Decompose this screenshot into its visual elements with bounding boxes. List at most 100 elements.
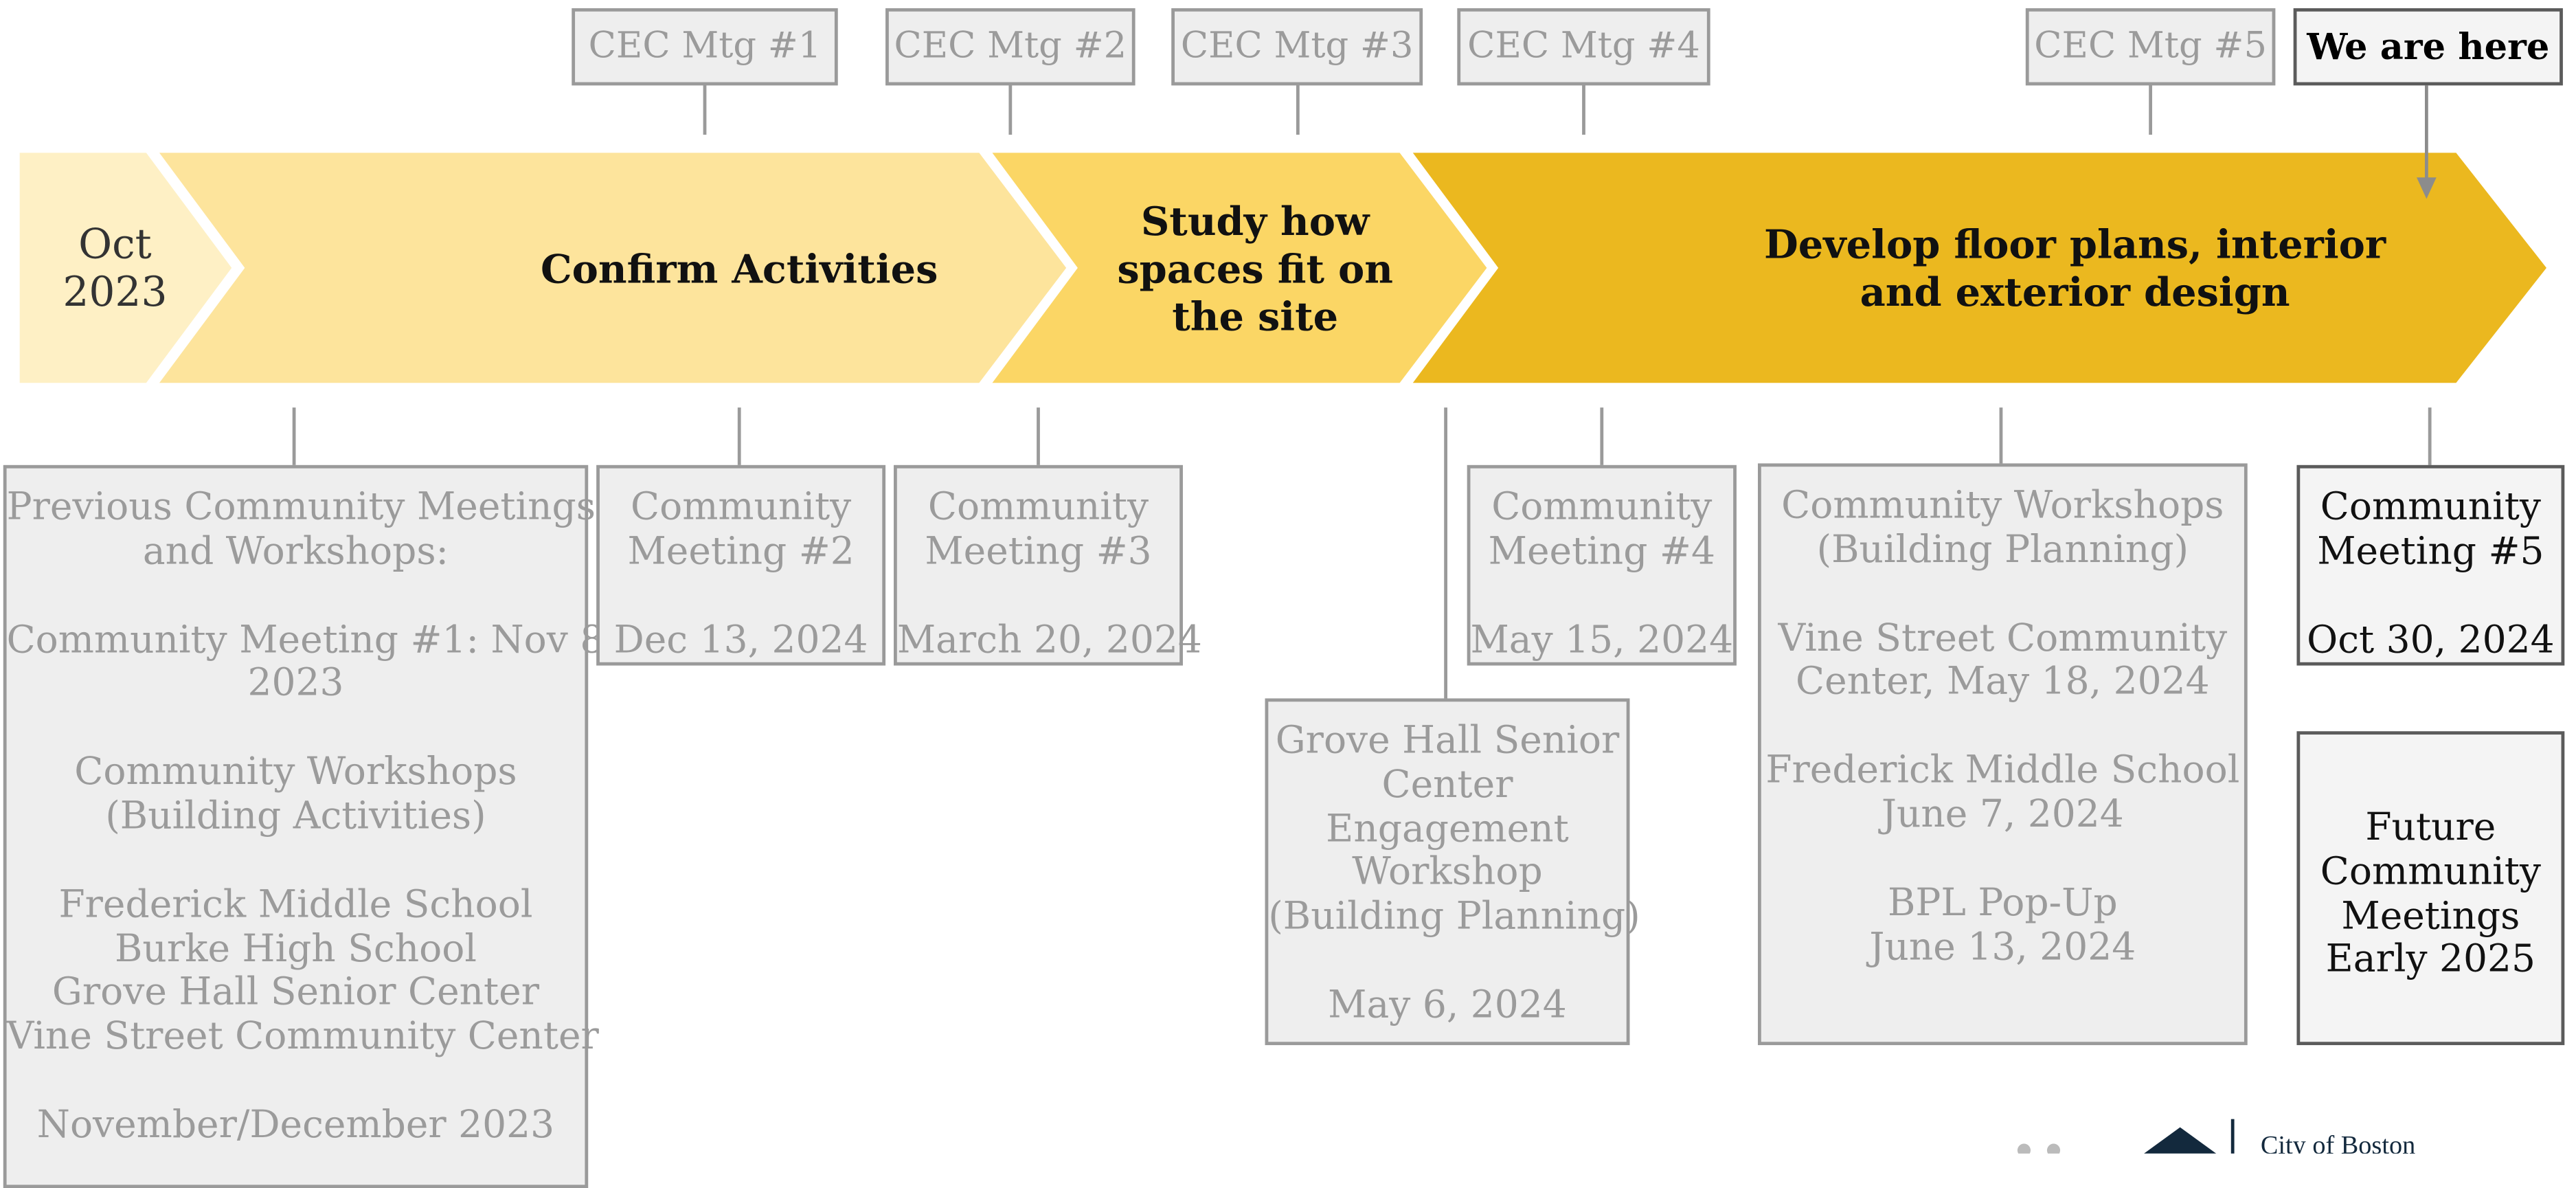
- we-are-here-marker: We are here: [2293, 8, 2563, 86]
- text-line: Meeting #3: [925, 530, 1152, 574]
- spacer: [1761, 838, 2244, 882]
- marker-label: We are here: [2307, 25, 2550, 69]
- cec-meeting-label: CEC Mtg #4: [1467, 26, 1700, 68]
- event-community-meeting-5: Community Meeting #5 Oct 30, 2024: [2296, 464, 2565, 666]
- connector-line: [2149, 83, 2152, 135]
- connector-line: [703, 83, 707, 135]
- text-line: and exterior design: [1860, 267, 2290, 316]
- cec-meeting-label: CEC Mtg #5: [2034, 26, 2267, 68]
- text-line: Community Workshops: [74, 751, 517, 794]
- spacer: [7, 840, 585, 884]
- event-previous-meetings: Previous Community Meetings and Workshop…: [3, 464, 616, 1188]
- city-seal-logo: [2017, 1119, 2235, 1154]
- text-line: Early 2025: [2325, 939, 2536, 982]
- text-line: Meetings: [2341, 895, 2520, 938]
- text-line: the site: [1172, 291, 1339, 339]
- chevron-start: [19, 153, 232, 383]
- cec-meeting-label: CEC Mtg #2: [894, 26, 1127, 68]
- text-line: Community: [1491, 486, 1713, 530]
- text-line: (Building Activities): [105, 795, 486, 838]
- text-line: Center, May 18, 2024: [1796, 661, 2210, 704]
- event-community-meeting-4: Community Meeting #4 May 15, 2024: [1467, 464, 1737, 666]
- stage-label-develop-design: Develop floor plans, interior and exteri…: [1746, 153, 2404, 383]
- text-line: 2023: [247, 662, 344, 706]
- text-line: Community: [631, 486, 852, 530]
- event-future-meetings: Future Community Meetings Early 2025: [2296, 731, 2565, 1046]
- cec-meeting-3: CEC Mtg #3: [1171, 8, 1423, 86]
- event-grove-hall-workshop: Grove Hall Senior Center Engagement Work…: [1265, 698, 1640, 1046]
- text-line: Develop floor plans, interior: [1763, 220, 2386, 268]
- text-line: Oct 30, 2024: [2307, 618, 2555, 662]
- spacer: [7, 1060, 585, 1105]
- spacer: [2300, 574, 2561, 619]
- chevron-confirm-activities: [159, 153, 1067, 383]
- connector-line: [1600, 407, 1604, 467]
- text-line: Engagement: [1326, 807, 1569, 851]
- cec-meeting-label: CEC Mtg #3: [1180, 26, 1414, 68]
- chevron-develop-design: [1412, 153, 2546, 383]
- text-line: Community: [2320, 851, 2541, 894]
- text-line: Meeting #2: [627, 530, 855, 574]
- cec-meeting-label: CEC Mtg #1: [588, 26, 822, 68]
- timeline-page: CEC Mtg #1 CEC Mtg #2 CEC Mtg #3 CEC Mtg…: [3, 8, 2565, 1188]
- stage-label-study-spaces: Study how spaces fit on the site: [1091, 153, 1419, 383]
- cec-meeting-5: CEC Mtg #5: [2025, 8, 2276, 86]
- city-of-boston-logo-text: City of Boston: [2260, 1132, 2416, 1154]
- text-line: Grove Hall Senior: [1275, 719, 1620, 763]
- text-line: Vine Street Community Center: [6, 1016, 599, 1059]
- connector-line: [1582, 83, 1585, 135]
- text-line: Dec 13, 2024: [613, 618, 868, 662]
- spacer: [7, 707, 585, 752]
- spacer: [1761, 705, 2244, 750]
- event-building-planning-workshops: Community Workshops (Building Planning) …: [1758, 463, 2248, 1046]
- text-line: Confirm Activities: [540, 244, 938, 292]
- chevron-study-spaces: [992, 153, 1487, 383]
- connector-line: [1008, 83, 1013, 135]
- text-line: Meeting #5: [2317, 530, 2544, 574]
- text-line: spaces fit on: [1117, 244, 1394, 292]
- spacer: [1470, 574, 1733, 619]
- connector-line: [292, 407, 296, 467]
- spacer: [897, 574, 1179, 619]
- text-line: June 13, 2024: [1869, 926, 2136, 970]
- text-line: March 20, 2024: [896, 618, 1202, 662]
- connector-line: [2428, 407, 2432, 467]
- phase-chevrons: [19, 85, 2546, 383]
- cec-meeting-1: CEC Mtg #1: [572, 8, 838, 86]
- spacer: [1268, 940, 1626, 985]
- text-line: Frederick Middle School: [58, 884, 533, 927]
- text-line: Center: [1381, 763, 1513, 807]
- text-line: May 15, 2024: [1470, 618, 1734, 662]
- text-line: Community Workshops: [1781, 484, 2224, 528]
- text-line: Grove Hall Senior Center: [52, 972, 540, 1015]
- text-line: Burke High School: [115, 928, 477, 971]
- spacer: [1761, 573, 2244, 618]
- event-community-meeting-3: Community Meeting #3 March 20, 2024: [894, 464, 1202, 666]
- text-line: Meeting #4: [1488, 530, 1715, 574]
- text-line: Vine Street Community: [1778, 617, 2228, 660]
- text-line: Study how: [1140, 196, 1370, 245]
- marker-arrow-head: [2417, 177, 2437, 199]
- connector-line: [1444, 407, 1447, 700]
- text-line: Frederick Middle School: [1765, 750, 2240, 793]
- text-line: Community: [2320, 486, 2541, 530]
- text-line: May 6, 2024: [1328, 984, 1567, 1027]
- spacer: [600, 574, 882, 619]
- text-line: Oct: [78, 220, 152, 268]
- connector-line: [1296, 83, 1300, 135]
- connector-line: [737, 407, 741, 467]
- text-line: Community Meeting #1: Nov 8,: [6, 618, 616, 662]
- start-date-label: Oct 2023: [23, 153, 207, 383]
- stage-label-confirm-activities: Confirm Activities: [493, 153, 985, 383]
- text-line: Future: [2365, 807, 2496, 850]
- text-line: (Building Planning): [1268, 895, 1640, 939]
- text-line: (Building Planning): [1816, 528, 2189, 572]
- spacer: [7, 574, 585, 619]
- text-line: Community: [927, 486, 1149, 530]
- text-line: BPL Pop-Up: [1887, 882, 2118, 925]
- cec-meeting-4: CEC Mtg #4: [1457, 8, 1710, 86]
- event-community-meeting-2: Community Meeting #2 Dec 13, 2024: [596, 464, 886, 666]
- text-line: 2023: [63, 267, 168, 316]
- text-line: November/December 2023: [36, 1104, 555, 1147]
- text-line: June 7, 2024: [1881, 794, 2124, 837]
